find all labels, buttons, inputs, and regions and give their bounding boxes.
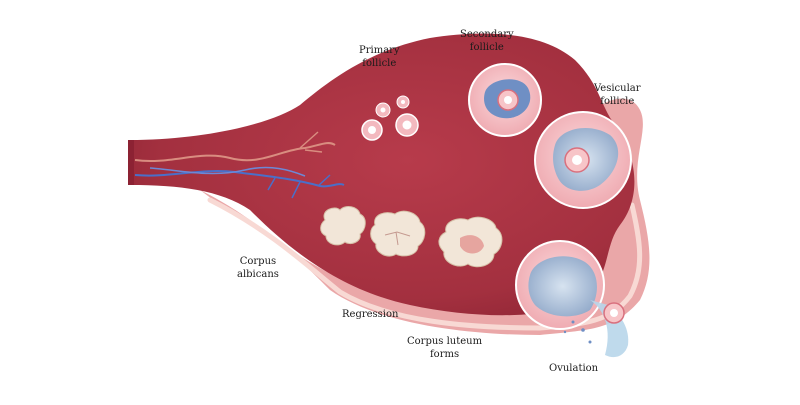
vesicular-follicle	[534, 111, 632, 209]
oocyte-icon	[402, 120, 412, 130]
oocyte-icon	[368, 126, 376, 134]
label-secondary-follicle: Secondary follicle	[460, 29, 514, 53]
label-corpus-luteum-forms: Corpus luteum forms	[407, 336, 483, 360]
corpus-luteum-icon	[370, 210, 426, 257]
oocyte-icon	[380, 107, 386, 113]
outer-membrane-highlight	[207, 197, 643, 331]
ovulating-follicle	[515, 240, 629, 358]
corpus-structures	[320, 206, 503, 268]
label-regression: Regression	[342, 309, 399, 320]
primary-follicles	[361, 95, 419, 141]
label-primary-follicle: Primary follicle	[359, 45, 400, 69]
corpus-albicans-icon	[320, 206, 366, 246]
label-vesicular-follicle: Vesicular follicle	[594, 83, 641, 107]
oocyte-icon	[401, 100, 405, 104]
label-corpus-albicans: Corpus albicans	[237, 256, 279, 280]
secondary-follicle	[468, 63, 542, 137]
label-ovulation: Ovulation	[549, 363, 599, 374]
ligament	[128, 140, 134, 185]
blood-vessel-icon	[134, 142, 336, 162]
